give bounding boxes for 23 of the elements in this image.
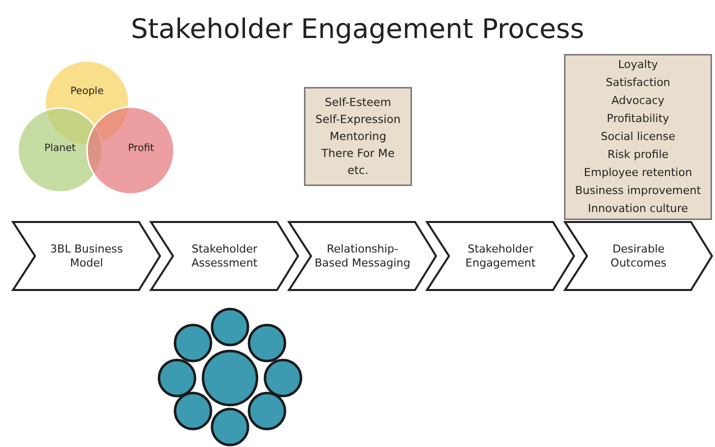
node-label: Social license xyxy=(600,129,676,145)
node-label: Innovation culture xyxy=(588,201,688,217)
node-label: Mentoring xyxy=(330,129,386,145)
title: Stakeholder Engagement Process xyxy=(130,14,586,45)
node-label: Self-Esteem xyxy=(324,95,392,111)
node-label: Stakeholder Engagement xyxy=(464,242,537,270)
node-label: Self-Expression xyxy=(315,112,401,128)
node-label: Business improvement xyxy=(575,183,701,199)
node-label: 3BL Business Model xyxy=(49,242,124,270)
node-label: Relationship-Based Messaging xyxy=(314,242,411,270)
node-label: Desirable Outcomes xyxy=(610,242,668,270)
node-label: Advocacy xyxy=(612,93,664,109)
node-label: etc. xyxy=(348,163,368,179)
node-label: People xyxy=(69,86,105,98)
node-label: Loyalty xyxy=(618,57,658,73)
node-label: Employee retention xyxy=(584,165,692,181)
node-label: Stakeholder Assessment xyxy=(190,242,258,270)
node-label: Risk profile xyxy=(607,147,669,163)
node-label: Planet xyxy=(43,143,77,156)
node-label: Profit xyxy=(126,143,156,156)
node-label: Satisfaction xyxy=(606,75,670,91)
node-label: Profitability xyxy=(606,111,670,127)
node-label: There For Me xyxy=(321,146,395,162)
